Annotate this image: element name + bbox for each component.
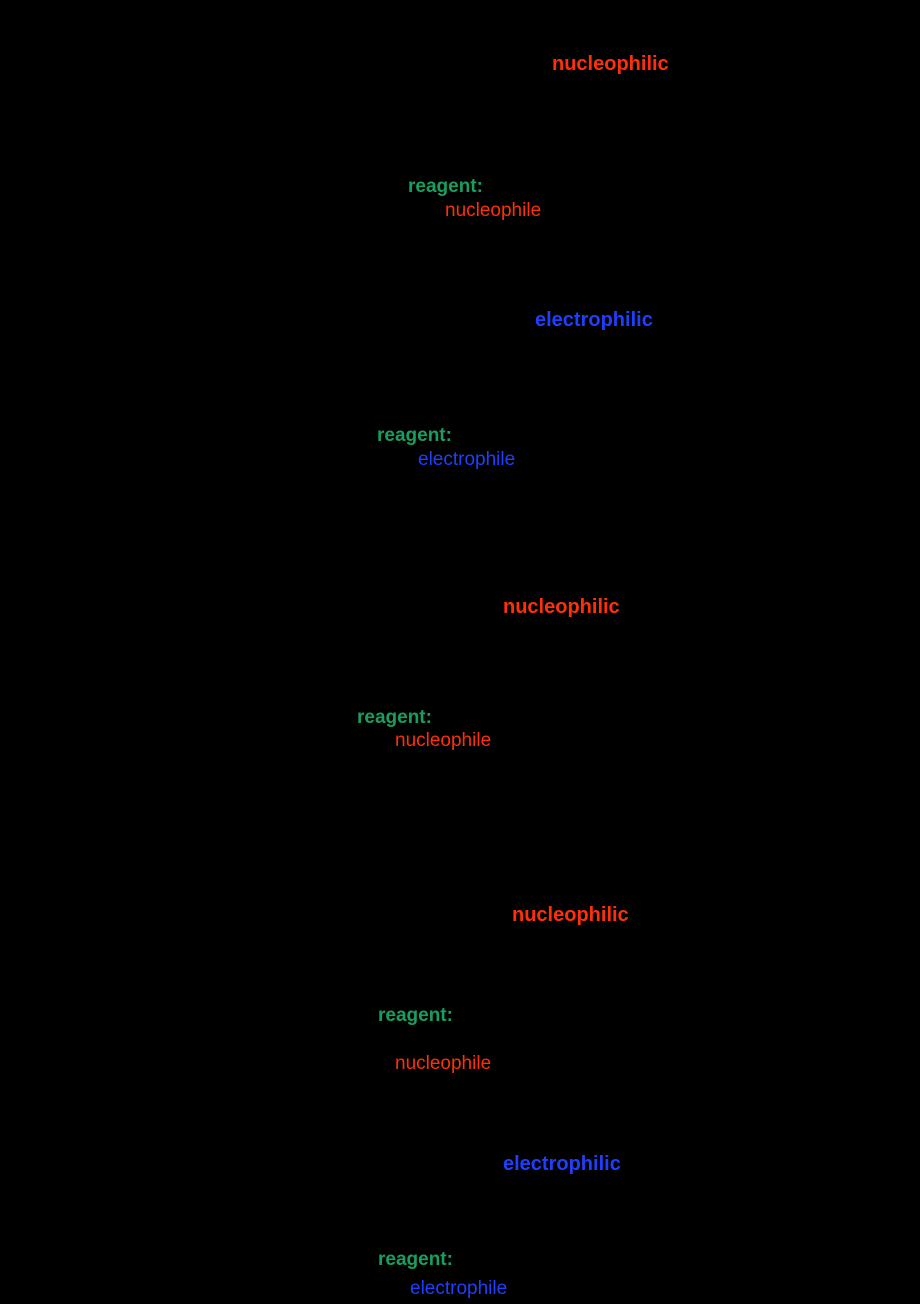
reagent-label-1: reagent: [408, 176, 483, 197]
species-label-electrophile-5: electrophile [410, 1278, 508, 1299]
reagent-label-5: reagent: [378, 1249, 453, 1270]
reaction-type-heading-nucleophilic-3: nucleophilic [503, 596, 620, 618]
reagent-label-2: reagent: [377, 425, 452, 446]
reaction-type-heading-electrophilic-5: electrophilic [503, 1153, 621, 1175]
reagent-label-4: reagent: [378, 1005, 453, 1026]
reaction-type-heading-electrophilic-2: electrophilic [535, 309, 653, 331]
species-label-nucleophile-1: nucleophile [445, 200, 542, 221]
reaction-type-heading-nucleophilic-4: nucleophilic [512, 904, 629, 926]
species-label-nucleophile-3: nucleophile [395, 730, 492, 751]
reaction-type-heading-nucleophilic-1: nucleophilic [552, 53, 669, 75]
species-label-electrophile-2: electrophile [418, 449, 516, 470]
species-label-nucleophile-4: nucleophile [395, 1053, 492, 1074]
reagent-label-3: reagent: [357, 707, 432, 728]
